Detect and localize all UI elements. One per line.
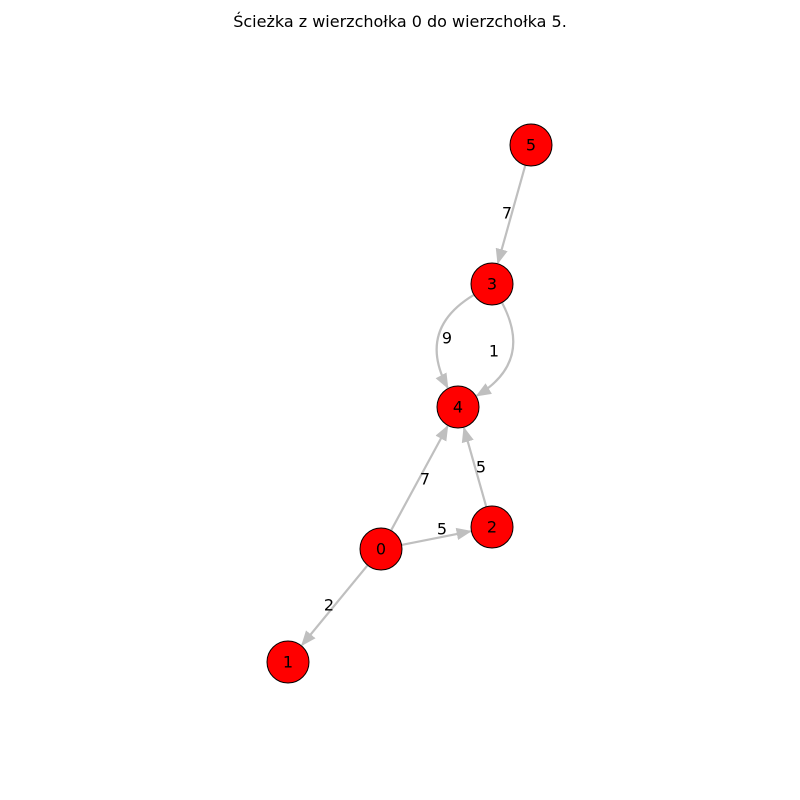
edge-3-4-2 <box>435 293 475 389</box>
edge-weight-label-2-4-4: 5 <box>476 458 486 477</box>
edge-5-3-0 <box>495 164 527 265</box>
node-circle-4 <box>436 385 480 429</box>
node-2: 2 <box>470 505 514 549</box>
edge-0-1-6 <box>301 564 369 647</box>
node-1: 1 <box>266 640 310 684</box>
node-circle-5 <box>509 123 553 167</box>
edge-3-4-1 <box>475 301 515 397</box>
node-label-3: 3 <box>487 275 497 294</box>
edge-weight-label-0-4-3: 7 <box>420 470 430 489</box>
node-0: 0 <box>359 527 403 571</box>
node-label-1: 1 <box>283 653 293 672</box>
diagram-title: Ścieżka z wierzchołka 0 do wierzchołka 5… <box>233 12 567 31</box>
edge-weight-label-0-1-6: 2 <box>324 596 334 615</box>
node-label-2: 2 <box>487 518 497 537</box>
edge-weight-label-0-2-5: 5 <box>437 520 447 539</box>
edge-0-2-5 <box>401 527 472 546</box>
node-circle-1 <box>266 640 310 684</box>
edge-0-4-3 <box>390 424 449 532</box>
edge-weight-label-3-4-2: 1 <box>489 342 499 361</box>
edge-2-4-4 <box>461 426 488 508</box>
node-circle-0 <box>359 527 403 571</box>
node-label-4: 4 <box>453 398 463 417</box>
node-label-5: 5 <box>526 136 536 155</box>
node-circle-2 <box>470 505 514 549</box>
node-circle-3 <box>470 262 514 306</box>
edge-weight-label-5-3-0: 7 <box>502 204 512 223</box>
edge-weight-label-3-4-1: 9 <box>442 329 452 348</box>
node-5: 5 <box>509 123 553 167</box>
node-label-0: 0 <box>376 540 386 559</box>
node-4: 4 <box>436 385 480 429</box>
node-3: 3 <box>470 262 514 306</box>
